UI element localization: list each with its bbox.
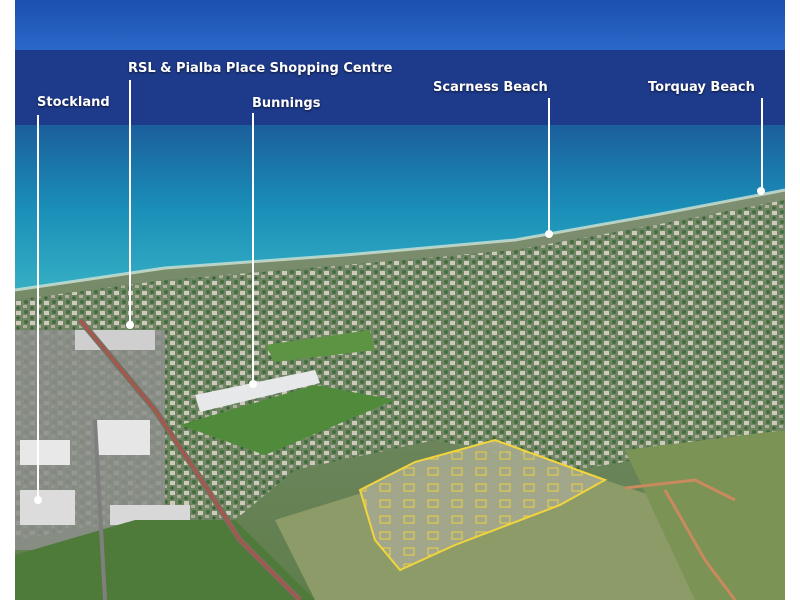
stockland-pointer-line	[37, 115, 39, 500]
label-bunnings: Bunnings	[252, 96, 321, 111]
shoreline	[15, 188, 785, 292]
sky	[15, 0, 785, 50]
label-band	[15, 50, 785, 125]
stockland-pointer-dot	[34, 496, 42, 504]
label-scarness-beach: Scarness Beach	[433, 80, 548, 95]
dirt-track	[624, 478, 737, 600]
suburbs	[15, 200, 785, 540]
rsl-pointer-line	[129, 80, 131, 325]
sports-field	[180, 385, 395, 455]
rsl-pointer-dot	[126, 321, 134, 329]
scarness-pointer-dot	[545, 230, 553, 238]
scarness-pointer-line	[548, 98, 550, 234]
label-torquay-beach: Torquay Beach	[648, 80, 755, 95]
bunnings-building	[195, 370, 320, 412]
aerial-photo	[15, 0, 785, 600]
subdivision	[360, 440, 605, 570]
label-rsl-pialba-place: RSL & Pialba Place Shopping Centre	[128, 61, 393, 76]
torquay-pointer-dot	[757, 187, 765, 195]
label-stockland: Stockland	[37, 95, 110, 110]
bunnings-pointer-line	[252, 113, 254, 383]
torquay-pointer-line	[761, 98, 763, 190]
bunnings-pointer-dot	[249, 380, 257, 388]
